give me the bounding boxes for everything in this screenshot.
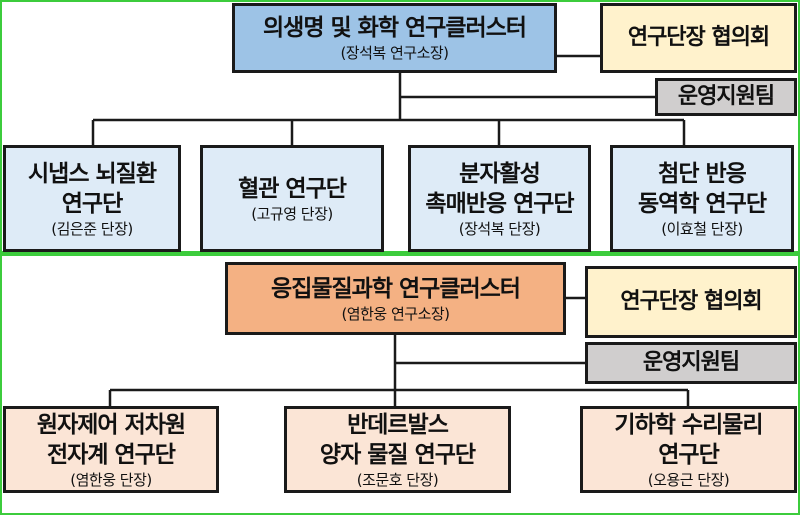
group-leader: (염한웅 단장) bbox=[70, 470, 152, 489]
cluster-director: (염한웅 연구소장) bbox=[341, 304, 450, 323]
research-group-box: 시냅스 뇌질환 연구단 (김은준 단장) bbox=[3, 145, 181, 252]
support-team-box: 운영지원팀 bbox=[655, 78, 797, 116]
research-group-box: 혈관 연구단 (고규영 단장) bbox=[200, 145, 384, 252]
group-name: 반데르발스 양자 물질 연구단 bbox=[319, 411, 476, 468]
cluster-section-biochem bbox=[0, 0, 800, 256]
group-name: 기하학 수리물리 연구단 bbox=[614, 411, 763, 468]
group-name: 분자활성 촉매반응 연구단 bbox=[425, 160, 574, 217]
cluster-name: 의생명 및 화학 연구클러스터 bbox=[263, 15, 527, 41]
council-box: 연구단장 협의회 bbox=[585, 266, 797, 338]
group-name: 원자제어 저차원 전자계 연구단 bbox=[36, 411, 186, 468]
research-group-box: 반데르발스 양자 물질 연구단 (조문호 단장) bbox=[284, 406, 511, 493]
support-team-box: 운영지원팀 bbox=[585, 342, 797, 384]
research-group-box: 기하학 수리물리 연구단 (오용근 단장) bbox=[580, 406, 797, 493]
group-leader: (오용근 단장) bbox=[647, 470, 730, 489]
support-team-label: 운영지원팀 bbox=[677, 84, 775, 109]
cluster-name: 응집물질과학 연구클러스터 bbox=[271, 275, 521, 302]
group-name: 혈관 연구단 bbox=[238, 175, 347, 202]
group-name: 시냅스 뇌질환 연구단 bbox=[28, 160, 157, 217]
group-leader: (김은준 단장) bbox=[51, 219, 133, 238]
cluster-head-box: 의생명 및 화학 연구클러스터 (장석복 연구소장) bbox=[232, 3, 557, 73]
council-label: 연구단장 협의회 bbox=[620, 289, 762, 314]
group-leader: (고규영 단장) bbox=[251, 204, 333, 223]
group-leader: (장석복 단장) bbox=[458, 219, 541, 238]
council-box: 연구단장 협의회 bbox=[600, 3, 797, 73]
group-name: 첨단 반응 동역학 연구단 bbox=[638, 160, 767, 217]
research-group-box: 첨단 반응 동역학 연구단 (이효철 단장) bbox=[610, 145, 794, 252]
group-leader: (이효철 단장) bbox=[661, 219, 743, 238]
research-group-box: 원자제어 저차원 전자계 연구단 (염한웅 단장) bbox=[3, 406, 219, 493]
support-team-label: 운영지원팀 bbox=[642, 350, 740, 375]
research-group-box: 분자활성 촉매반응 연구단 (장석복 단장) bbox=[408, 145, 591, 252]
cluster-head-box: 응집물질과학 연구클러스터 (염한웅 연구소장) bbox=[225, 262, 566, 335]
cluster-section-condensed-matter bbox=[0, 256, 800, 515]
group-leader: (조문호 단장) bbox=[356, 470, 439, 489]
council-label: 연구단장 협의회 bbox=[627, 25, 770, 50]
cluster-director: (장석복 연구소장) bbox=[340, 44, 449, 62]
